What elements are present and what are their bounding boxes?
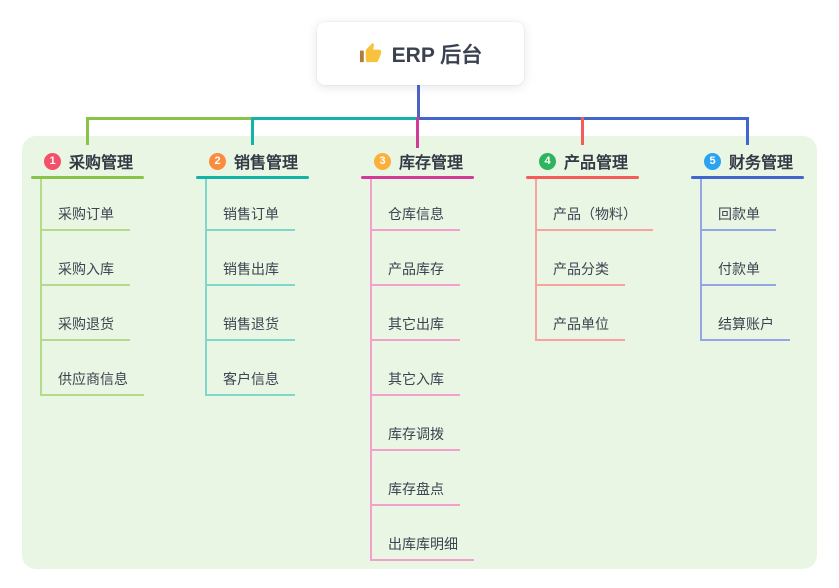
branch-inventory: 3 库存管理 仓库信息 产品库存 其它出库 其它入库 库存调拨 库存盘点 出库库…	[361, 146, 526, 561]
node-product-unit[interactable]: 产品单位	[535, 311, 625, 341]
node-outbound-detail[interactable]: 出库库明细	[370, 531, 474, 561]
branch2-drop-line	[251, 117, 254, 145]
branch-sales: 2 销售管理 销售订单 销售出库 销售退货 客户信息	[196, 146, 361, 396]
node-settlement-account[interactable]: 结算账户	[700, 311, 790, 341]
branch-product-title[interactable]: 4 产品管理	[526, 146, 691, 176]
branch-product: 4 产品管理 产品（物料） 产品分类 产品单位	[526, 146, 691, 341]
node-purchase-return[interactable]: 采购退货	[40, 311, 130, 341]
branch-sales-title[interactable]: 2 销售管理	[196, 146, 361, 176]
branch5-drop-line	[746, 117, 749, 145]
root-node-label: ERP 后台	[391, 43, 483, 67]
node-sales-return[interactable]: 销售退货	[205, 311, 295, 341]
branch-child-spine	[700, 179, 702, 341]
branch4-drop-line	[581, 117, 584, 145]
node-other-outbound[interactable]: 其它出库	[370, 311, 460, 341]
node-product-stock[interactable]: 产品库存	[370, 256, 460, 286]
branch-title-label: 采购管理	[69, 155, 134, 172]
branch-child-spine	[370, 179, 372, 561]
branch-title-underline	[31, 176, 144, 179]
root-connector-line	[417, 84, 420, 118]
branch1-connector-line	[86, 117, 253, 120]
branch-title-label: 产品管理	[564, 155, 629, 172]
branch-child-spine	[535, 179, 537, 341]
mindmap-panel	[22, 136, 817, 569]
branch-child-spine	[40, 179, 42, 396]
branch-purchase: 1 采购管理 采购订单 采购入库 采购退货 供应商信息	[31, 146, 196, 396]
node-payment-bill[interactable]: 付款单	[700, 256, 776, 286]
branch-inventory-title[interactable]: 3 库存管理	[361, 146, 526, 176]
node-receipt-bill[interactable]: 回款单	[700, 201, 776, 231]
node-purchase-inbound[interactable]: 采购入库	[40, 256, 130, 286]
node-purchase-order[interactable]: 采购订单	[40, 201, 130, 231]
branch-title-label: 销售管理	[234, 155, 299, 172]
node-supplier-info[interactable]: 供应商信息	[40, 366, 144, 396]
thumbs-up-icon	[359, 42, 382, 65]
branch-number-badge: 2	[209, 152, 226, 170]
branch-title-underline	[361, 176, 474, 179]
branch-title-underline	[196, 176, 309, 179]
branch-title-underline	[691, 176, 804, 179]
node-product-material[interactable]: 产品（物料）	[535, 201, 653, 231]
branch-finance: 5 财务管理 回款单 付款单 结算账户	[691, 146, 839, 341]
root-node-erp[interactable]: ERP 后台	[317, 22, 524, 85]
branch2-connector-line	[253, 117, 418, 120]
branch-finance-title[interactable]: 5 财务管理	[691, 146, 839, 176]
branch-child-spine	[205, 179, 207, 396]
branch3-drop-line	[416, 117, 419, 148]
node-product-category[interactable]: 产品分类	[535, 256, 625, 286]
branch-title-label: 库存管理	[399, 155, 464, 172]
branch-number-badge: 5	[704, 152, 721, 170]
node-sales-outbound[interactable]: 销售出库	[205, 256, 295, 286]
node-stock-transfer[interactable]: 库存调拨	[370, 421, 460, 451]
branch-title-underline	[526, 176, 639, 179]
branch-purchase-title[interactable]: 1 采购管理	[31, 146, 196, 176]
branch-number-badge: 4	[539, 152, 556, 170]
branch-number-badge: 3	[374, 152, 391, 170]
node-warehouse-info[interactable]: 仓库信息	[370, 201, 460, 231]
node-other-inbound[interactable]: 其它入库	[370, 366, 460, 396]
branch-title-label: 财务管理	[729, 155, 794, 172]
branch-number-badge: 1	[44, 152, 61, 170]
branch1-drop-line	[86, 117, 89, 145]
node-stock-taking[interactable]: 库存盘点	[370, 476, 460, 506]
node-customer-info[interactable]: 客户信息	[205, 366, 295, 396]
node-sales-order[interactable]: 销售订单	[205, 201, 295, 231]
